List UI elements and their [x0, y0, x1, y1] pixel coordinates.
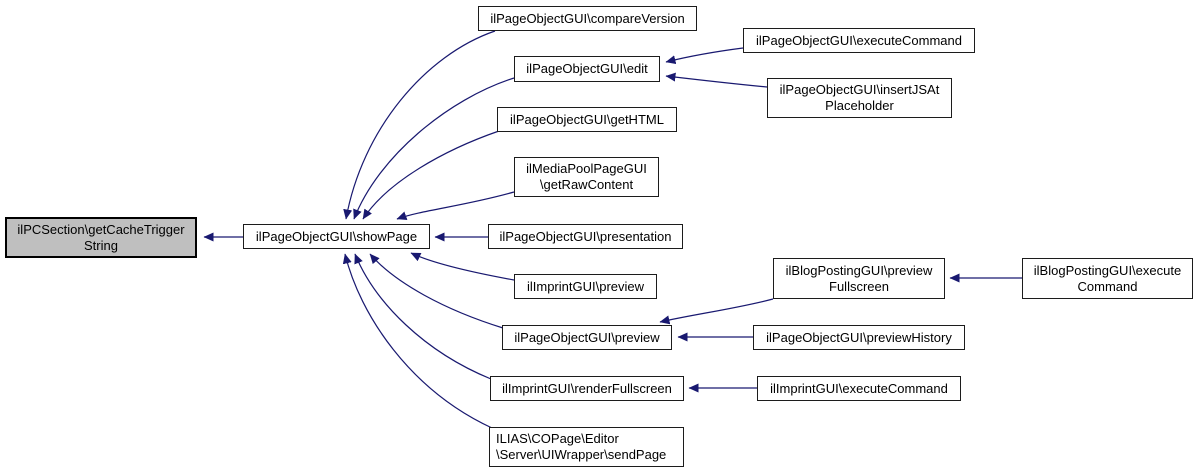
edge-imprintpreview-to-showpage — [410, 252, 515, 281]
node-imprintpreview[interactable]: ilImprintGUI\preview — [514, 274, 657, 299]
node-compareversion[interactable]: ilPageObjectGUI\compareVersion — [478, 6, 697, 31]
node-insertjsatplaceholder[interactable]: ilPageObjectGUI\insertJSAt Placeholder — [767, 78, 952, 118]
node-renderfullscreen[interactable]: ilImprintGUI\renderFullscreen — [490, 376, 684, 401]
node-getrawcontent[interactable]: ilMediaPoolPageGUI \getRawContent — [514, 157, 659, 197]
node-gethtml[interactable]: ilPageObjectGUI\getHTML — [497, 107, 677, 132]
node-sendpage[interactable]: ILIAS\COPage\Editor \Server\UIWrapper\se… — [489, 427, 684, 467]
edge-renderfullscreen-to-showpage — [354, 253, 492, 380]
node-previewhistory[interactable]: ilPageObjectGUI\previewHistory — [753, 325, 965, 350]
node-showpage[interactable]: ilPageObjectGUI\showPage — [243, 224, 430, 249]
edge-edit-to-showpage — [353, 77, 515, 220]
node-executecommand[interactable]: ilPageObjectGUI\executeCommand — [743, 28, 975, 53]
edge-insertjsatplaceholder-to-edit — [665, 72, 768, 88]
edge-compareversion-to-showpage — [343, 30, 496, 220]
edge-pagepreview-to-showpage — [369, 253, 504, 329]
edge-getrawcontent-to-showpage — [396, 191, 515, 221]
edge-sendpage-to-showpage — [342, 253, 493, 429]
node-blogexecutecommand[interactable]: ilBlogPostingGUI\execute Command — [1022, 258, 1193, 299]
edge-executecommand-to-edit — [665, 47, 744, 65]
node-previewfullscreen[interactable]: ilBlogPostingGUI\preview Fullscreen — [773, 258, 945, 299]
node-edit[interactable]: ilPageObjectGUI\edit — [514, 56, 660, 82]
node-pagepreview[interactable]: ilPageObjectGUI\preview — [502, 325, 672, 350]
node-imprintexecutecommand[interactable]: ilImprintGUI\executeCommand — [757, 376, 961, 401]
node-presentation[interactable]: ilPageObjectGUI\presentation — [488, 224, 683, 249]
node-getcachetriggerstring: ilPCSection\getCacheTrigger String — [5, 217, 197, 258]
edge-gethtml-to-showpage — [362, 130, 500, 220]
edge-previewfullscreen-to-pagepreview — [659, 298, 774, 325]
